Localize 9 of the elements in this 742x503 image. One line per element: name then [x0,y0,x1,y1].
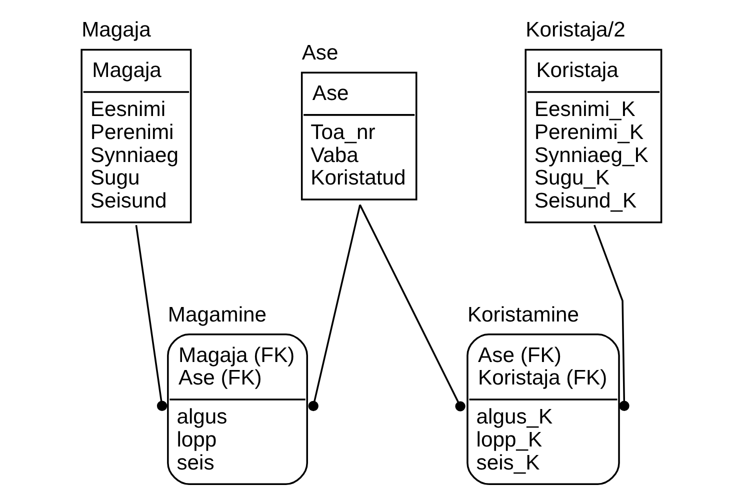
node-label: Koristamine [467,303,580,326]
connector [308,204,361,412]
node-label: Koristaja/2 [526,18,626,42]
node-label: Magamine [168,303,267,326]
node-label: Magaja [82,18,151,42]
connector [359,204,466,412]
node-label: Ase [302,42,338,65]
connector [594,224,630,411]
connector [135,224,168,411]
